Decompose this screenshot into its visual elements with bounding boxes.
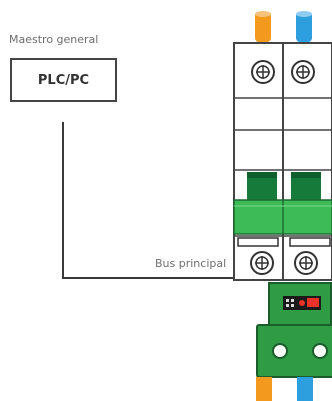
master-label: Maestro general bbox=[9, 33, 99, 46]
status-led-icon bbox=[299, 300, 305, 306]
screw-terminal-icon bbox=[291, 60, 315, 84]
bus-line bbox=[62, 122, 272, 279]
mounting-hole-icon bbox=[312, 343, 328, 359]
screw-terminal-icon bbox=[251, 60, 275, 84]
bus-label: Bus principal bbox=[155, 257, 227, 270]
top-wire-orange bbox=[255, 12, 271, 42]
screw-terminal-icon bbox=[250, 251, 274, 275]
screw-terminal-icon bbox=[294, 251, 318, 275]
mounting-hole-icon bbox=[272, 343, 288, 359]
connector-module bbox=[256, 282, 332, 378]
plc-pc-box: PLC/PC bbox=[10, 58, 117, 102]
plc-pc-label: PLC/PC bbox=[37, 72, 90, 88]
bottom-wire-orange bbox=[256, 377, 272, 401]
bottom-wire-blue bbox=[297, 377, 313, 401]
top-wire-blue bbox=[296, 12, 312, 42]
